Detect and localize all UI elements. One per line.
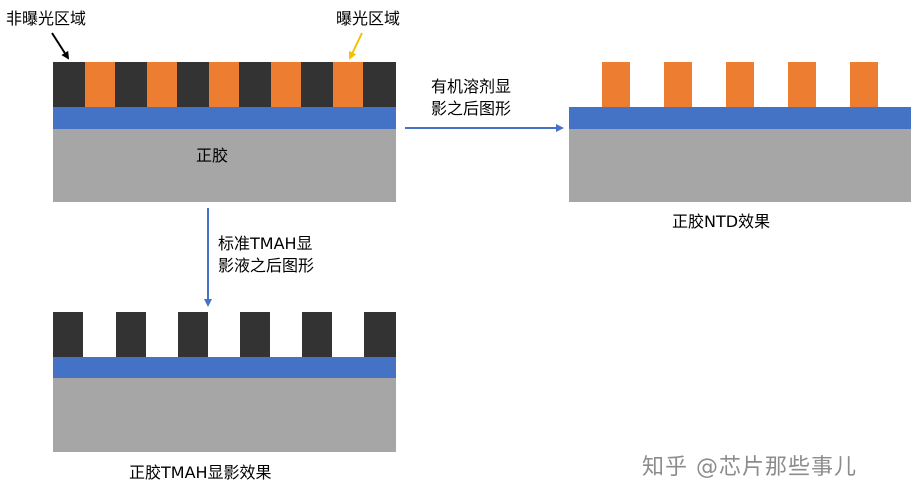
- unexposed-block: [177, 62, 209, 107]
- unexposed-block: [301, 62, 333, 107]
- remaining-unexposed-block: [240, 312, 270, 357]
- film-layer: [53, 357, 396, 378]
- remaining-unexposed-block: [116, 312, 146, 357]
- exposed-region-label: 曝光区域: [336, 9, 401, 28]
- tmah-developer-label-line1: 标准TMAH显: [218, 234, 313, 253]
- remaining-exposed-block: [664, 62, 692, 107]
- substrate: [569, 129, 911, 202]
- exposed-block: [85, 62, 115, 107]
- substrate: [53, 378, 396, 452]
- unexposed-block: [115, 62, 147, 107]
- remaining-exposed-block: [850, 62, 878, 107]
- exposed-block: [209, 62, 239, 107]
- remaining-exposed-block: [602, 62, 630, 107]
- unexposed-region-label: 非曝光区域: [6, 9, 87, 28]
- organic-developer-label-line2: 影之后图形: [431, 99, 512, 118]
- unexposed-block: [239, 62, 271, 107]
- exposed-block: [333, 62, 363, 107]
- exposed-block: [271, 62, 301, 107]
- exposed-pointer-arrow: [348, 32, 363, 60]
- ntd-result-caption: 正胶NTD效果: [672, 212, 771, 231]
- film-layer: [53, 107, 396, 129]
- tmah-result-caption: 正胶TMAH显影效果: [129, 463, 272, 482]
- remaining-unexposed-block: [178, 312, 208, 357]
- unexposed-block: [53, 62, 85, 107]
- substrate: [53, 129, 396, 202]
- film-layer: [569, 107, 911, 129]
- remaining-exposed-block: [788, 62, 816, 107]
- remaining-unexposed-block: [364, 312, 396, 357]
- organic-developer-label-line1: 有机溶剂显: [431, 77, 512, 96]
- unexposed-block: [363, 62, 396, 107]
- tmah-developer-label-line2: 影液之后图形: [218, 256, 315, 275]
- remaining-exposed-block: [726, 62, 754, 107]
- positive-resist-label: 正胶: [196, 146, 229, 165]
- remaining-unexposed-block: [302, 312, 332, 357]
- exposed-block: [147, 62, 177, 107]
- watermark: 知乎 @芯片那些事儿: [642, 455, 857, 480]
- remaining-unexposed-block: [53, 312, 83, 357]
- unexposed-pointer-arrow: [51, 32, 70, 60]
